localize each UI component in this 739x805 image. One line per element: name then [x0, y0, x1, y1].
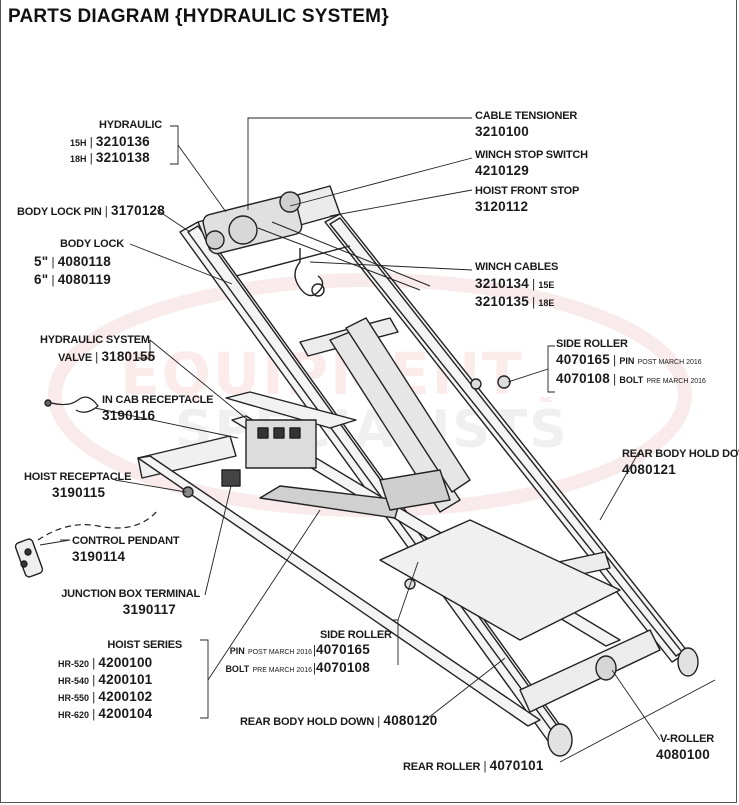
control-pendant-body: [14, 538, 44, 578]
label-in-cab: IN CAB RECEPTACLE 3190116: [102, 394, 214, 423]
label-side-roller-top: SIDE ROLLER: [556, 338, 628, 350]
upper-frame: [179, 185, 699, 757]
label-control-pendant: CONTROL PENDANT 3190114: [72, 535, 180, 564]
label-rear-hold-down-bottom: REAR BODY HOLD DOWN | 4080120: [240, 713, 438, 728]
hoist-series-row-3: HR-550 | 4200102: [58, 689, 153, 704]
hoist-series-row-1: HR-520 | 4200100: [58, 655, 153, 670]
hydraulic-row-2: 18H | 3210138: [70, 150, 150, 165]
label-hoist-front-stop: HOIST FRONT STOP 3120112: [475, 185, 580, 214]
label-rear-roller: REAR ROLLER | 4070101: [403, 758, 544, 773]
side-roller-bottom-part-2: |4070108: [313, 660, 370, 675]
body-lock-row-1: 5" | 4080118: [34, 254, 111, 269]
label-rear-hold-down-right: REAR BODY HOLD DOWN 4080121: [622, 448, 739, 477]
label-hydraulic: HYDRAULIC: [99, 119, 162, 131]
winch-cables-row-2: 3210135 | 18E: [475, 294, 555, 309]
page-title: PARTS DIAGRAM {HYDRAULIC SYSTEM}: [8, 6, 389, 27]
label-hydraulic-valve: HYDRAULIC SYSTEM: [40, 334, 150, 346]
body-lock-row-2: 6" | 4080119: [34, 272, 111, 287]
side-roller-top-row-2: 4070108 | BOLT PRE MARCH 2016: [556, 371, 706, 386]
side-roller-bottom-part-1: |4070165: [313, 642, 370, 657]
leader-lines: [39, 117, 716, 763]
label-hoist-receptacle: HOIST RECEPTACLE 3190115: [24, 471, 132, 500]
label-body-lock: BODY LOCK: [59, 238, 124, 250]
label-winch-stop: WINCH STOP SWITCH 4210129: [475, 149, 588, 178]
hydraulic-valve-part: VALVE | 3180155: [58, 349, 156, 364]
label-v-roller: V-ROLLER 4080100: [656, 733, 715, 762]
side-roller-top-row-1: 4070165 | PIN POST MARCH 2016: [556, 352, 702, 367]
side-roller-bottom-kind-1: PIN POST MARCH 2016: [229, 646, 312, 656]
label-hoist-series: HOIST SERIES: [107, 639, 182, 651]
hoist-series-row-2: HR-540 | 4200101: [58, 672, 153, 687]
label-side-roller-bottom: SIDE ROLLER: [320, 629, 392, 641]
label-winch-cables: WINCH CABLES: [475, 261, 559, 273]
label-junction-box: JUNCTION BOX TERMINAL 3190117: [61, 588, 200, 617]
label-body-lock-pin: BODY LOCK PIN | 3170128: [17, 203, 165, 218]
side-roller-bottom-kind-2: BOLT PRE MARCH 2016: [225, 664, 312, 674]
in-cab-cable: [47, 396, 99, 413]
watermark-mark: INC: [540, 397, 553, 404]
lower-subframe: [137, 317, 621, 727]
hydraulic-row-1: 15H | 3210136: [70, 134, 150, 149]
winch-cables-row-1: 3210134 | 15E: [475, 276, 555, 291]
label-cable-tensioner: CABLE TENSIONER 3210100: [475, 110, 578, 139]
hoist-series-row-4: HR-620 | 4200104: [58, 706, 153, 721]
